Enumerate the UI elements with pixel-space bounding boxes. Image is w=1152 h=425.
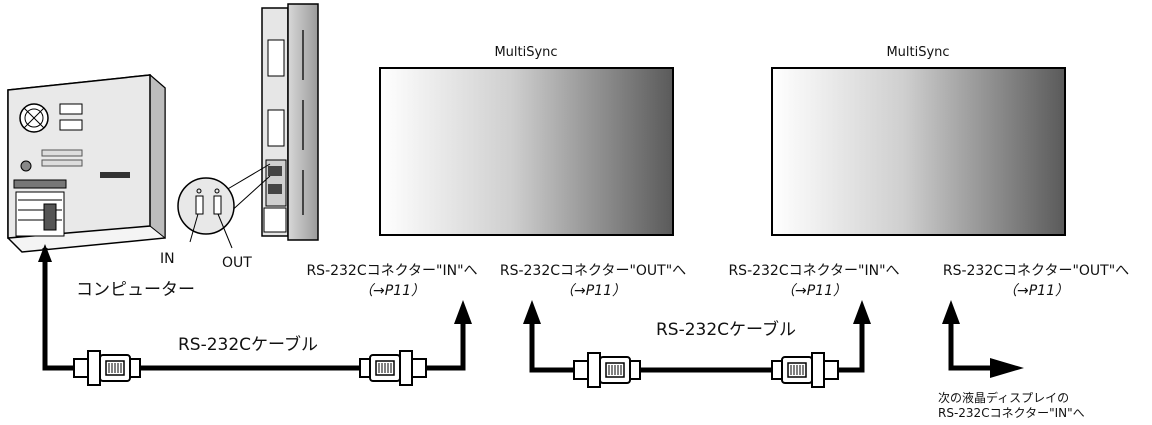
connector-ref-4: （→P11）	[1003, 283, 1069, 299]
monitor-1-title: MultiSync	[494, 45, 558, 60]
arrow-up-icon	[38, 244, 52, 262]
cable-label-1: RS-232Cケーブル	[178, 335, 319, 355]
display-back-panel	[261, 3, 319, 241]
port-label-in: IN	[160, 251, 175, 267]
connector-label-1: RS-232Cコネクター"IN"へ	[306, 263, 478, 279]
port-callout	[177, 163, 271, 249]
arrow-up-icon	[454, 300, 472, 324]
cable-2	[523, 300, 871, 388]
monitor-screen-2	[771, 67, 1066, 236]
arrow-up-icon	[853, 300, 871, 324]
connector-ref-3: （→P11）	[781, 283, 847, 299]
next-display-note-line-1: 次の液晶ディスプレイの	[938, 391, 1070, 405]
connector-ref-1: （→P11）	[359, 283, 425, 299]
connector-label-2: RS-232Cコネクター"OUT"へ	[499, 263, 687, 279]
monitor-2-title: MultiSync	[886, 45, 950, 60]
arrow-up-icon	[942, 300, 960, 324]
next-display-note-line-2: RS-232Cコネクター"IN"へ	[938, 406, 1085, 420]
arrow-right-icon	[990, 358, 1024, 378]
computer-illustration	[7, 73, 166, 253]
connector-ref-2: （→P11）	[560, 283, 626, 299]
cable-label-2: RS-232Cケーブル	[656, 320, 797, 340]
port-label-out: OUT	[222, 255, 252, 271]
cable-1	[38, 244, 472, 386]
connector-label-4: RS-232Cコネクター"OUT"へ	[942, 263, 1130, 279]
computer-label: コンピューター	[76, 280, 195, 300]
monitor-screen-1	[379, 67, 674, 236]
connector-label-3: RS-232Cコネクター"IN"へ	[728, 263, 900, 279]
arrow-up-icon	[523, 300, 541, 324]
next-display-arrow	[942, 300, 1024, 378]
